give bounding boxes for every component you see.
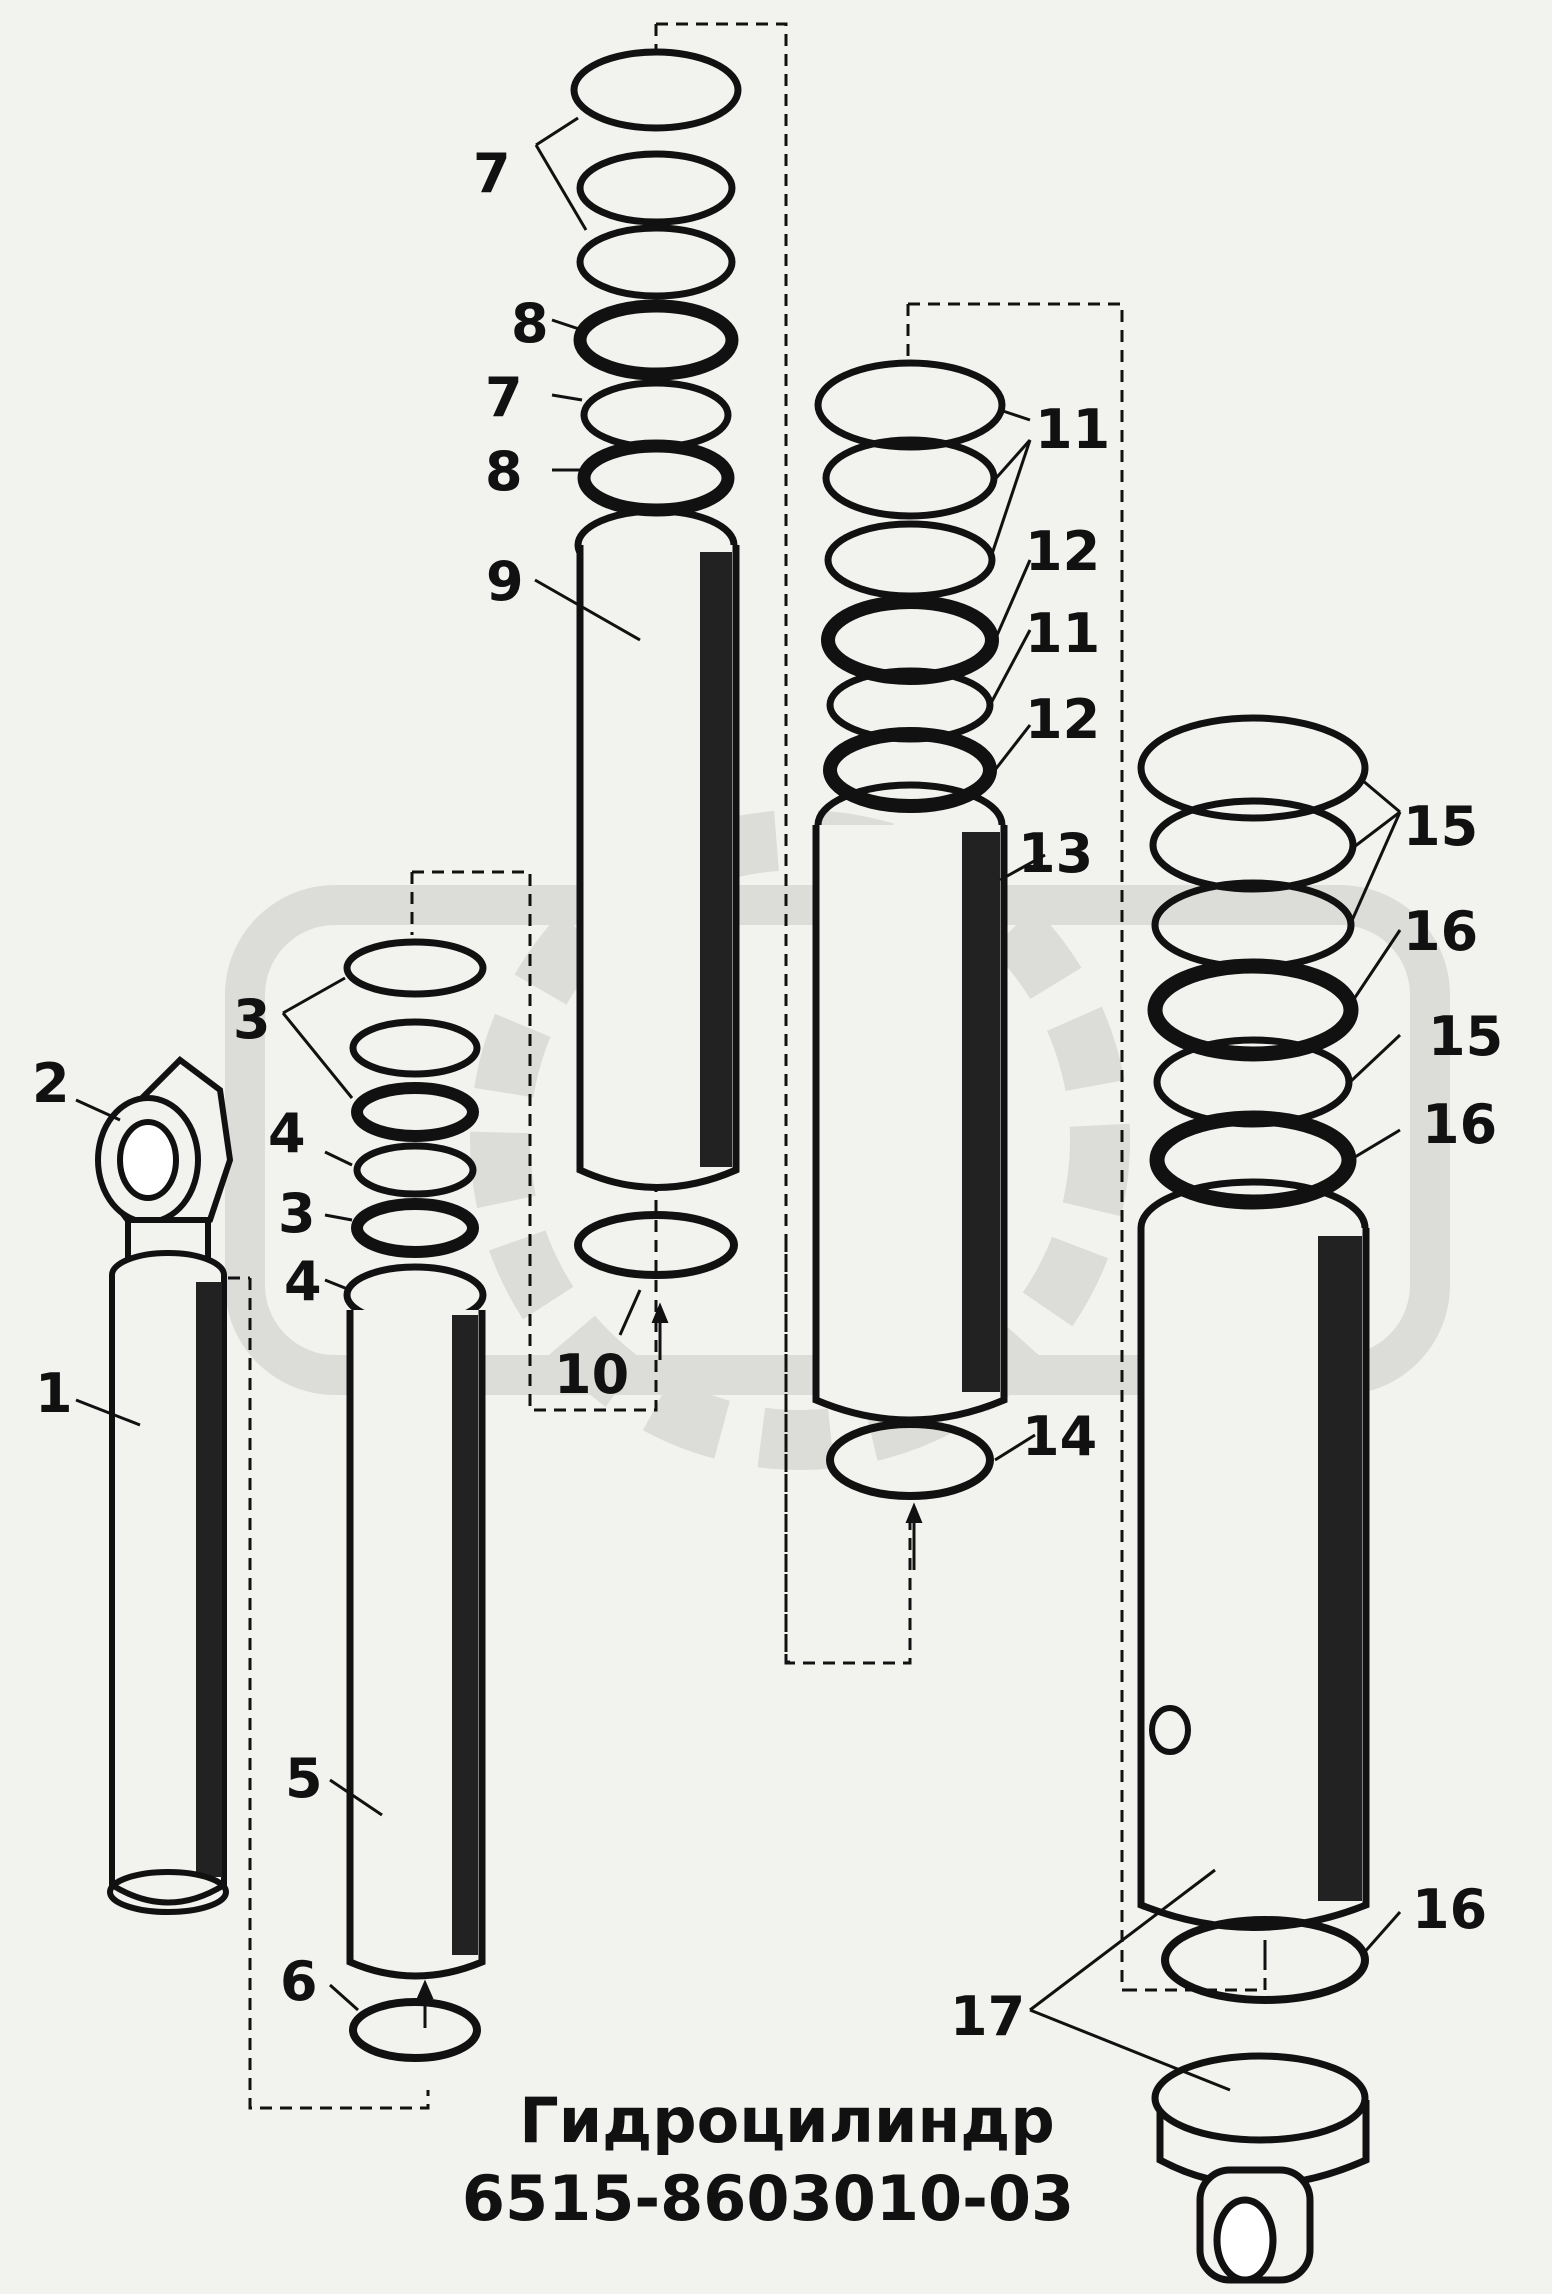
leader-lines	[75, 116, 1402, 2092]
stage-13-tube-assembly	[812, 359, 1008, 1570]
callout-2: 2	[32, 1052, 70, 1115]
callout-4-bottom: 4	[284, 1250, 322, 1313]
callout-12-top: 12	[1025, 520, 1100, 583]
callout-11-bottom: 11	[1025, 602, 1100, 665]
part-2-eye-fitting	[95, 1056, 234, 1263]
stage-5-tube-assembly	[343, 938, 487, 2062]
callout-16-top: 16	[1403, 900, 1478, 963]
callout-15-top: 15	[1403, 795, 1478, 858]
stage-17-tube-assembly	[1137, 714, 1370, 2004]
callout-11-top: 11	[1035, 398, 1110, 461]
callout-3-top: 3	[233, 988, 271, 1051]
callout-12-bottom: 12	[1025, 688, 1100, 751]
callout-9: 9	[486, 550, 524, 613]
title-line-2: 6515-8603010-03	[462, 2162, 1074, 2235]
callout-16-bottom: 16	[1412, 1878, 1487, 1941]
callout-7-middle: 7	[485, 366, 523, 429]
callout-labels: 1 2 3 4 3 4 5 6 7 8 7 8 9 10 11 12 11 12…	[32, 142, 1503, 2048]
callout-13: 13	[1018, 822, 1093, 885]
callout-17: 17	[950, 1985, 1025, 2048]
callout-5: 5	[285, 1747, 323, 1810]
callout-10: 10	[554, 1343, 629, 1406]
part-1-cylinder	[107, 1250, 229, 1915]
part-17-end-cap	[1151, 2052, 1370, 2284]
callout-4-top: 4	[268, 1102, 306, 1165]
callout-14: 14	[1022, 1405, 1097, 1468]
title-line-1: Гидроцилиндр	[519, 2084, 1055, 2157]
callout-3-middle: 3	[278, 1182, 316, 1245]
callout-8-bottom: 8	[485, 440, 523, 503]
callout-15-bottom: 15	[1428, 1005, 1503, 1068]
callout-7-top: 7	[473, 142, 511, 205]
callout-6: 6	[280, 1950, 318, 2013]
callout-1: 1	[35, 1362, 73, 1425]
callout-8-top: 8	[511, 292, 549, 355]
diagram-title: Гидроцилиндр 6515-8603010-03	[462, 2084, 1074, 2235]
stage-9-tube-assembly	[570, 48, 742, 1360]
callout-16-middle: 16	[1422, 1093, 1497, 1156]
assembly-boundaries	[228, 22, 1267, 2110]
